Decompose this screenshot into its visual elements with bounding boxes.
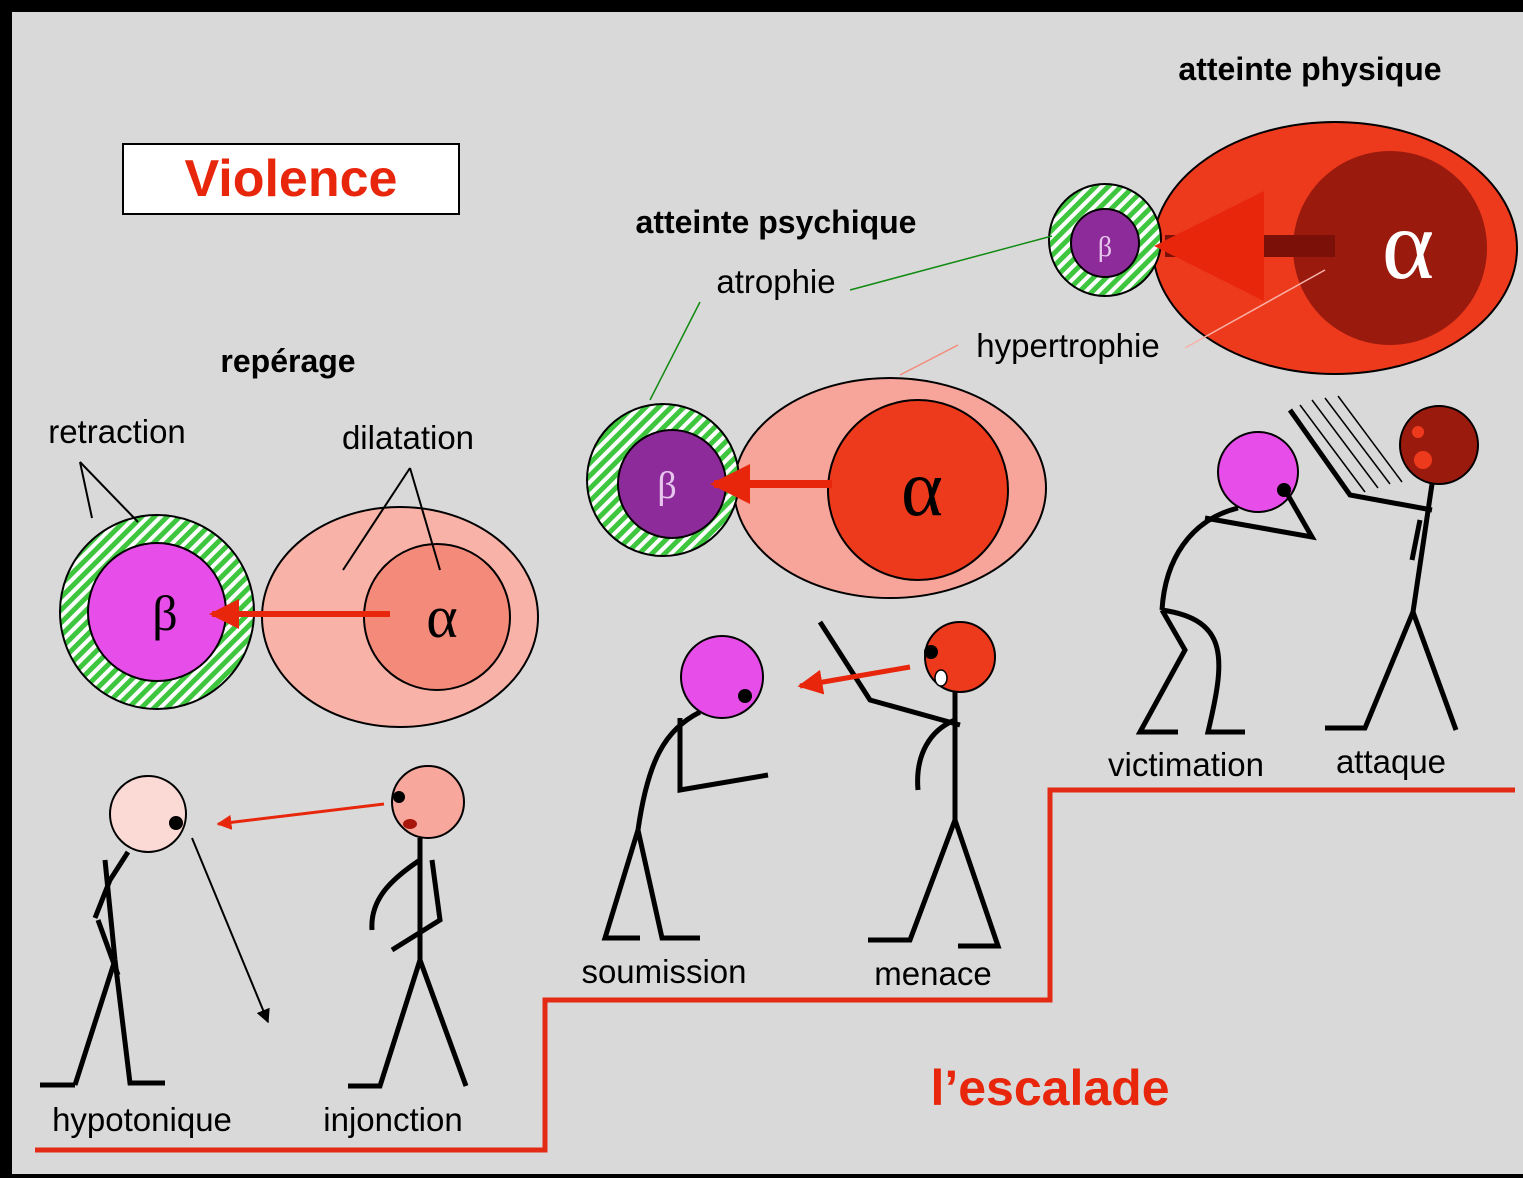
title-box: Violence [122,143,460,215]
beta-symbol: β [1098,232,1112,263]
aggressor-figure-attaque [1287,395,1479,731]
stage-physique: atteinte physique α β hypertrophie [849,51,1518,783]
aggressor-figure-menace [817,620,1002,949]
dilatation-label: dilatation [342,419,474,456]
label-pointer-lines [79,461,441,571]
beta-inner-circle [1070,208,1140,278]
stage-reperage: repérage retraction dilatation α β [40,343,539,1138]
beta-symbol: β [657,465,676,507]
escalade-label: l’escalade [930,1060,1169,1116]
page-title: Violence [185,150,398,208]
beta-symbol: β [152,585,177,641]
retraction-label: retraction [48,413,186,450]
hypertrophie-pointer-line-left [899,344,959,376]
hypotonique-label: hypotonique [52,1101,232,1138]
menace-label: menace [874,955,991,992]
alpha-symbol: α [1382,189,1434,300]
psychique-heading: atteinte psychique [636,204,917,240]
atrophie-pointer-line [849,235,1053,291]
reperage-heading: repérage [220,343,355,379]
physique-heading: atteinte physique [1178,51,1441,87]
menace-arrow [797,664,911,695]
stage-psychique: atteinte psychique atrophie α β [581,204,1047,992]
aggressor-figure-injonction [348,765,469,1089]
alpha-symbol: α [901,445,943,533]
alpha-inner-circle [1293,151,1487,345]
hypertrophie-pointer-line-right [1184,269,1326,349]
hypertrophie-label: hypertrophie [976,327,1159,364]
escalation-stair-line [35,787,1515,1153]
atrophie-pointer-line [649,301,701,401]
injonction-arrow [216,802,385,830]
motion-lines [1299,395,1403,493]
attaque-label: attaque [1336,743,1446,780]
injonction-label: injonction [323,1101,462,1138]
collapse-arrow [191,837,270,1024]
alpha-symbol: α [426,584,457,650]
alpha-inner-circle [827,399,1009,581]
victim-figure-victimation [1135,431,1317,735]
victim-figure-soumission [601,635,769,941]
victim-figure-hypotonique [40,775,187,1088]
soumission-label: soumission [581,953,746,990]
victimation-label: victimation [1108,746,1264,783]
atrophie-label: atrophie [716,263,835,300]
